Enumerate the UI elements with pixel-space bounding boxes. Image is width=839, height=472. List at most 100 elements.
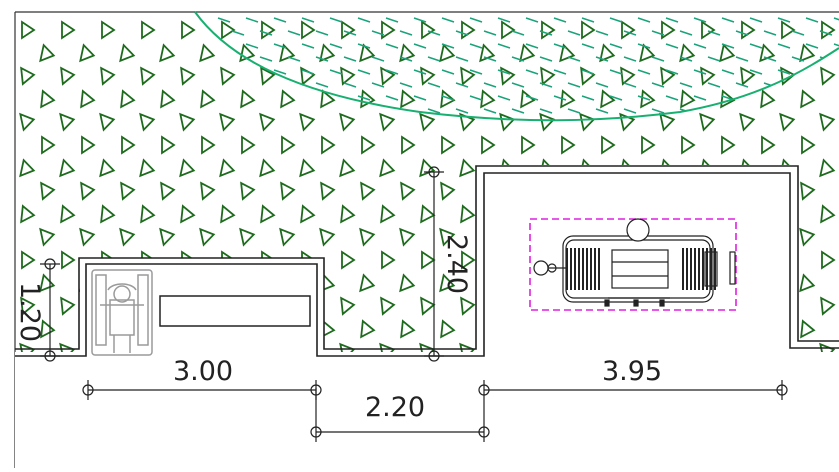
vegetation-triangle bbox=[159, 227, 176, 247]
hatch-dash bbox=[764, 135, 776, 139]
hatch-dash bbox=[609, 95, 623, 101]
vegetation-triangle bbox=[799, 43, 816, 63]
hatch-dash bbox=[693, 95, 707, 101]
hatch-dash bbox=[777, 69, 791, 75]
hatch-dash bbox=[693, 17, 707, 23]
hatch-dash bbox=[623, 82, 637, 88]
vegetation-triangle bbox=[680, 89, 696, 109]
hatch-dash bbox=[497, 17, 511, 23]
vegetation-triangle bbox=[41, 135, 56, 155]
hatch-dash bbox=[371, 82, 385, 88]
hatch-dash bbox=[497, 95, 511, 101]
hatch-dash bbox=[427, 82, 441, 88]
vegetation-triangle bbox=[760, 89, 776, 109]
hatch-dash bbox=[413, 17, 427, 23]
hatch-dash bbox=[204, 135, 216, 139]
vegetation-triangle bbox=[121, 135, 136, 155]
hatch-dash bbox=[819, 82, 833, 88]
hatch-dash bbox=[385, 69, 399, 75]
vegetation-triangle bbox=[439, 227, 456, 247]
vegetation-triangle bbox=[779, 112, 796, 132]
hatch-dash bbox=[511, 56, 525, 62]
dimension-label-1-20: 1.20 bbox=[14, 282, 45, 342]
vegetation-triangle bbox=[319, 43, 336, 63]
hatch-dash bbox=[721, 69, 735, 75]
vegetation-triangle bbox=[40, 319, 56, 339]
vegetation-triangle bbox=[719, 43, 736, 63]
vegetation-triangle bbox=[319, 227, 336, 247]
hatch-dash bbox=[385, 95, 399, 101]
hatch-dash bbox=[245, 17, 259, 23]
vehicle-grille-bar bbox=[690, 248, 692, 290]
vegetation-triangle bbox=[199, 43, 216, 63]
vegetation-triangle bbox=[300, 66, 316, 86]
vegetation-triangle bbox=[481, 135, 496, 155]
vehicle-grille-bar bbox=[682, 248, 684, 290]
vegetation-triangle bbox=[141, 20, 156, 40]
vehicle-grille-bar bbox=[566, 248, 568, 290]
hatch-dash bbox=[749, 43, 763, 49]
hatch-dash bbox=[301, 69, 315, 75]
dimension-label-2-20: 2.20 bbox=[365, 392, 425, 423]
vegetation-triangle bbox=[39, 273, 56, 293]
hatch-dash bbox=[469, 95, 483, 101]
vegetation-triangle bbox=[540, 66, 556, 86]
hatch-dash bbox=[609, 43, 623, 49]
vegetation-triangle bbox=[359, 227, 376, 247]
hatch-dash bbox=[399, 82, 413, 88]
hatch-dash bbox=[441, 17, 455, 23]
vegetation-triangle bbox=[340, 296, 356, 316]
vegetation-triangle bbox=[259, 158, 276, 178]
hatch-dash bbox=[707, 56, 721, 62]
hatch-dash bbox=[469, 69, 483, 75]
vegetation-triangle bbox=[599, 43, 616, 63]
vegetation-triangle bbox=[339, 112, 356, 132]
hatch-dash bbox=[581, 43, 595, 49]
hatch-dash bbox=[413, 69, 427, 75]
hatch-dash bbox=[651, 82, 665, 88]
vegetation-triangle bbox=[320, 89, 336, 109]
hatch-dash bbox=[441, 43, 455, 49]
hatch-dash bbox=[260, 135, 272, 139]
hatch-dash bbox=[637, 69, 651, 75]
hatch-dash bbox=[749, 95, 763, 101]
vegetation-triangle bbox=[280, 181, 296, 201]
vegetation-triangle bbox=[139, 112, 156, 132]
vegetation-triangle bbox=[59, 112, 76, 132]
hatch-dash bbox=[707, 108, 721, 114]
vegetation-triangle bbox=[461, 250, 476, 270]
dimension-depth-left bbox=[40, 258, 60, 362]
hatch-dash bbox=[665, 43, 679, 49]
hatch-dash bbox=[195, 95, 203, 101]
hatch-dash bbox=[554, 122, 566, 126]
hatch-dash bbox=[567, 82, 581, 88]
hatch-dash bbox=[427, 56, 441, 62]
hatch-dash bbox=[820, 135, 832, 139]
hatch-dash bbox=[427, 108, 441, 114]
vegetation-triangle bbox=[661, 20, 676, 40]
hatch-dash bbox=[273, 43, 287, 49]
hatch-dash bbox=[637, 43, 651, 49]
hatch-dash bbox=[834, 122, 839, 126]
vehicle-icon[interactable] bbox=[529, 218, 737, 311]
vehicle-grille-bar bbox=[590, 248, 592, 290]
vegetation-triangle bbox=[259, 112, 276, 132]
vegetation-triangle bbox=[399, 227, 416, 247]
vegetation-triangle bbox=[279, 227, 296, 247]
vegetation-triangle bbox=[159, 43, 176, 63]
hatch-dash bbox=[259, 108, 273, 114]
hatch-dash bbox=[329, 43, 343, 49]
vegetation-triangle bbox=[320, 181, 336, 201]
hatch-dash bbox=[195, 43, 203, 49]
hatch-dash bbox=[259, 56, 273, 62]
vegetation-triangle bbox=[39, 227, 56, 247]
vegetation-triangle bbox=[339, 158, 356, 178]
hatch-dash bbox=[343, 30, 357, 36]
hatch-dash bbox=[441, 95, 455, 101]
vegetation-triangle bbox=[781, 20, 796, 40]
vegetation-triangle bbox=[400, 319, 416, 339]
vegetation-triangle bbox=[420, 66, 436, 86]
vegetation-triangle bbox=[301, 20, 316, 40]
hatch-dash bbox=[735, 108, 749, 114]
